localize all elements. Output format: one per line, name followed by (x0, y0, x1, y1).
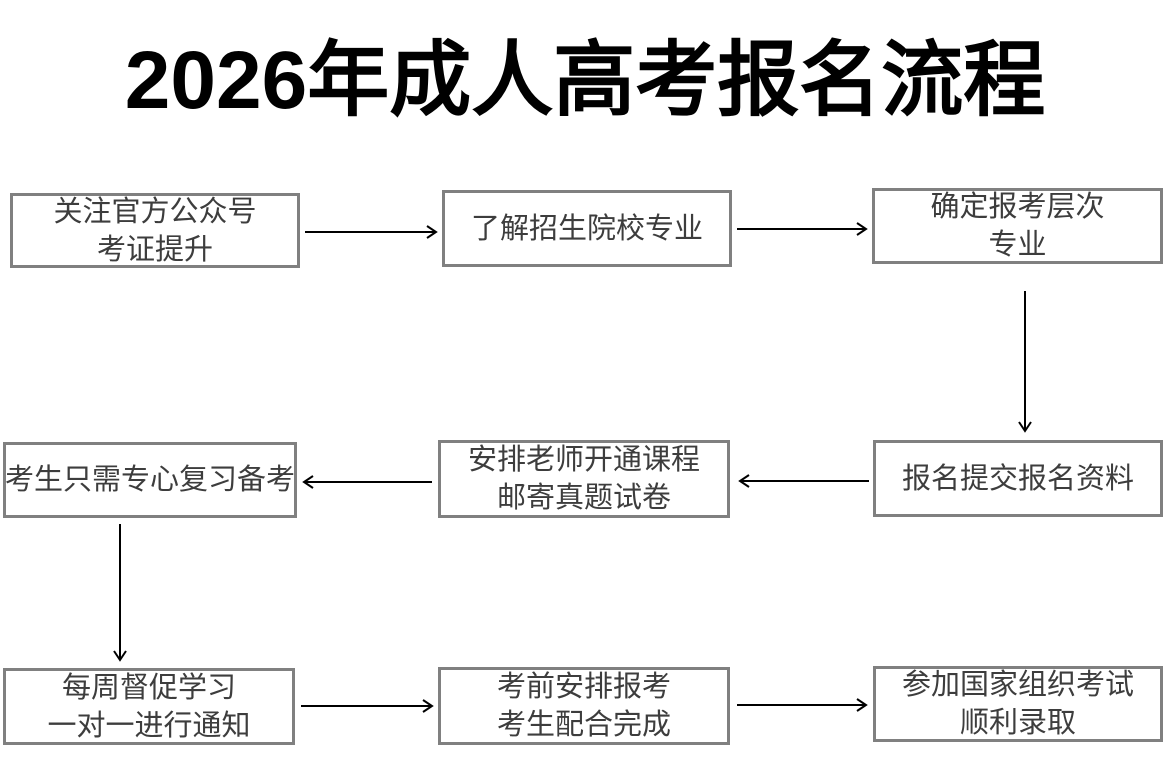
flow-step-teacher-opens-course: 安排老师开通课程 邮寄真题试卷 (438, 440, 730, 518)
flow-step-line: 考生配合完成 (496, 709, 671, 741)
flow-step-line: 考生只需专心复习备考 (5, 464, 296, 496)
flow-step-follow-official-account: 关注官方公众号 考证提升 (10, 193, 300, 268)
page-title: 2026年成人高考报名流程 (124, 35, 1046, 126)
flow-step-line: 专业 (988, 229, 1047, 261)
flow-step-line: 每周督促学习 (61, 671, 236, 704)
flow-step-focus-on-review: 考生只需专心复习备考 (3, 442, 297, 518)
flow-step-line: 关注官方公众号 (53, 195, 257, 228)
flow-step-learn-colleges-majors: 了解招生院校专业 (442, 190, 732, 267)
flow-step-submit-registration-materials: 报名提交报名资料 (873, 440, 1163, 517)
flow-step-confirm-level-major: 确定报考层次 专业 (872, 188, 1163, 264)
flow-step-weekly-study-supervision: 每周督促学习 一对一进行通知 (3, 668, 295, 745)
flow-step-line: 参加国家组织考试 (901, 669, 1134, 701)
flow-step-line: 了解招生院校专业 (470, 212, 703, 245)
flow-step-line: 顺利录取 (959, 707, 1076, 739)
flow-step-line: 安排老师开通课程 (467, 444, 700, 476)
flow-step-pre-exam-arrangement: 考前安排报考 考生配合完成 (438, 667, 730, 745)
flow-step-line: 报名提交报名资料 (901, 462, 1134, 495)
flow-step-line: 一对一进行通知 (47, 709, 251, 742)
flow-step-take-national-exam: 参加国家组织考试 顺利录取 (873, 666, 1163, 742)
flow-step-line: 考证提升 (96, 233, 213, 266)
flow-step-line: 考前安排报考 (496, 671, 671, 703)
flow-step-line: 确定报考层次 (930, 191, 1105, 223)
flow-step-line: 邮寄真题试卷 (496, 482, 671, 514)
